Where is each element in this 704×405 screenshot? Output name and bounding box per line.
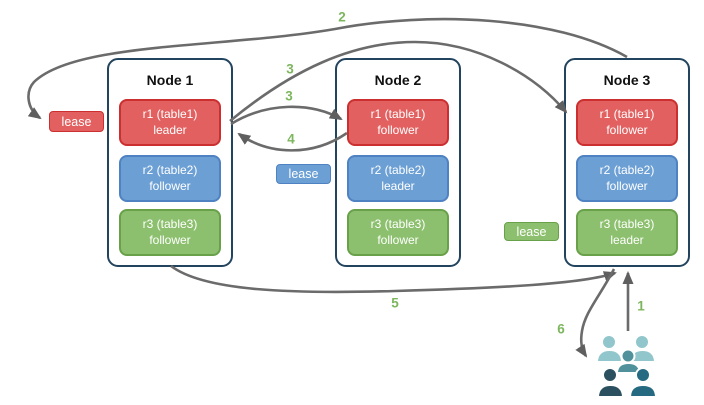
arrow-3-node1-to-node2 <box>230 105 343 126</box>
node-2-title: Node 2 <box>374 72 422 88</box>
replica-role: leader <box>610 232 644 247</box>
step-label-4: 4 <box>287 131 295 147</box>
node-3-replica-r3: r3 (table3) leader <box>576 209 678 256</box>
step-label-2: 2 <box>338 9 346 25</box>
node-3-replica-r1: r1 (table1) follower <box>576 99 678 146</box>
replica-role: follower <box>149 232 191 247</box>
node-1-replica-r2: r2 (table2) follower <box>119 155 221 202</box>
node-2-replica-r3: r3 (table3) follower <box>347 209 449 256</box>
lease-badge-green: lease <box>504 222 559 241</box>
person-front-left <box>596 367 625 398</box>
person-back-left <box>595 334 624 363</box>
step-label-3a: 3 <box>286 61 294 77</box>
person-front-right <box>628 367 658 398</box>
replica-role: follower <box>606 178 648 193</box>
node-3-title: Node 3 <box>603 72 651 88</box>
step-label-1: 1 <box>637 298 645 314</box>
replica-role: follower <box>606 122 648 137</box>
node-1-box: Node 1 r1 (table1) leader r2 (table2) fo… <box>107 58 233 267</box>
replica-role: leader <box>381 178 415 193</box>
replica-name: r1 (table1) <box>599 107 655 122</box>
replica-name: r3 (table3) <box>142 217 198 232</box>
replica-name: r2 (table2) <box>599 163 655 178</box>
replica-role: follower <box>377 232 419 247</box>
users-group-icon <box>595 334 658 398</box>
replica-name: r1 (table1) <box>142 107 198 122</box>
replica-name: r3 (table3) <box>370 217 426 232</box>
node-1-replica-r1: r1 (table1) leader <box>119 99 221 146</box>
arrow-5-node1-to-node3 <box>170 264 617 294</box>
replica-name: r3 (table3) <box>599 217 655 232</box>
node-3-replica-r2: r2 (table2) follower <box>576 155 678 202</box>
node-1-title: Node 1 <box>146 72 194 88</box>
node-2-replica-r1: r1 (table1) follower <box>347 99 449 146</box>
replica-name: r1 (table1) <box>370 107 426 122</box>
lease-badge-red: lease <box>49 111 104 132</box>
replica-name: r2 (table2) <box>370 163 426 178</box>
node-3-box: Node 3 r1 (table1) follower r2 (table2) … <box>564 58 690 267</box>
node-2-box: Node 2 r1 (table1) follower r2 (table2) … <box>335 58 461 267</box>
replica-role: follower <box>377 122 419 137</box>
replica-role: leader <box>153 122 187 137</box>
replica-role: follower <box>149 178 191 193</box>
replica-name: r2 (table2) <box>142 163 198 178</box>
lease-badge-blue: lease <box>276 164 331 184</box>
step-label-5: 5 <box>391 295 399 311</box>
node-1-replica-r3: r3 (table3) follower <box>119 209 221 256</box>
node-2-replica-r2: r2 (table2) leader <box>347 155 449 202</box>
step-label-3b: 3 <box>285 88 293 104</box>
step-label-6: 6 <box>557 321 565 337</box>
